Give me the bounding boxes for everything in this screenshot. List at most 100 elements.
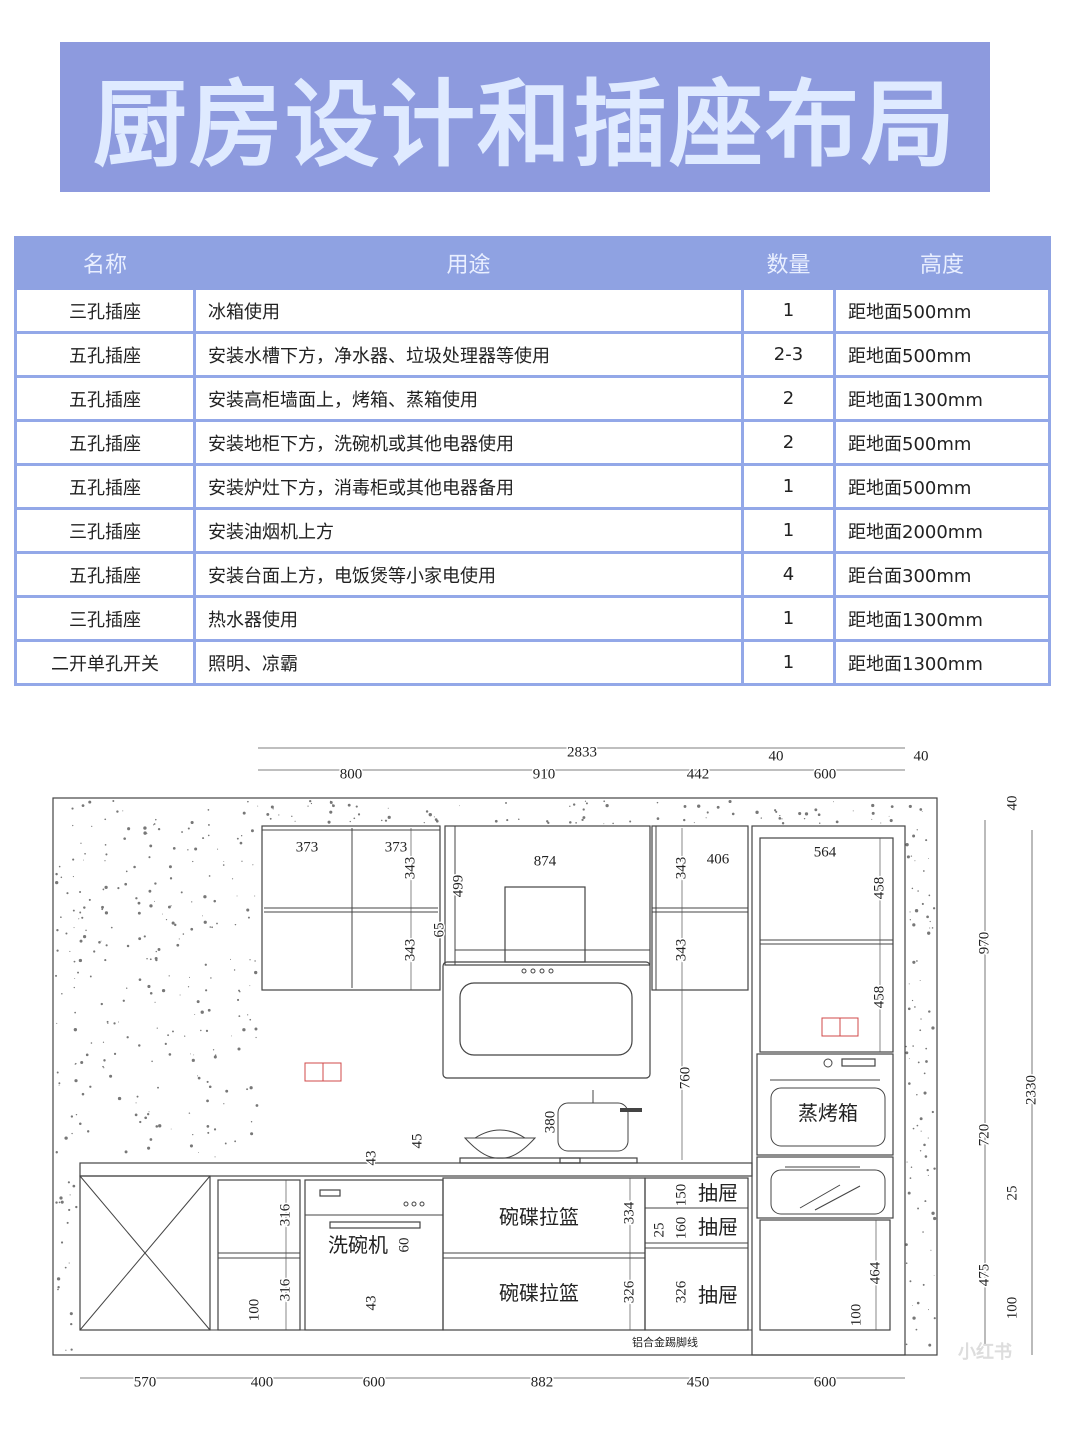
wall-texture-dot bbox=[162, 913, 164, 915]
dimension-label: 600 bbox=[814, 766, 837, 782]
wall-texture-dot bbox=[603, 800, 606, 803]
wall-texture-dot bbox=[90, 1042, 93, 1044]
wall-texture-dot bbox=[252, 864, 254, 866]
wall-texture-dot bbox=[925, 1060, 928, 1063]
wall-texture-dot bbox=[98, 940, 101, 944]
cell-quantity: 1 bbox=[741, 639, 836, 686]
cabinet-outline bbox=[759, 837, 894, 1053]
dimension-label: 316 bbox=[277, 1278, 293, 1301]
wall-texture-dot bbox=[208, 824, 210, 826]
wall-texture-dot bbox=[117, 887, 120, 890]
cell-height: 距地面1300mm bbox=[833, 595, 1051, 642]
wall-texture-dot bbox=[168, 865, 172, 869]
wall-texture-dot bbox=[223, 1103, 225, 1105]
dimension-label: 100 bbox=[1004, 1297, 1020, 1320]
dishwasher-button-icon bbox=[403, 1201, 409, 1207]
wall-texture-dot bbox=[78, 918, 80, 920]
wall-texture-dot bbox=[149, 1138, 153, 1141]
wall-texture-dot bbox=[197, 1075, 199, 1077]
cell-usage: 安装水槽下方，净水器、垃圾处理器等使用 bbox=[193, 331, 744, 378]
wall-texture-dot bbox=[242, 1028, 246, 1032]
wall-texture-dot bbox=[933, 1167, 936, 1170]
wall-texture-dot bbox=[134, 1113, 138, 1117]
wall-texture-dot bbox=[124, 1150, 128, 1154]
wall-texture-dot bbox=[135, 897, 138, 900]
wall-texture-dot bbox=[137, 911, 141, 915]
wall-texture-dot bbox=[912, 1305, 913, 1306]
wall-texture-dot bbox=[104, 860, 106, 862]
wall-texture-dot bbox=[79, 891, 82, 894]
wall-texture-dot bbox=[923, 1072, 926, 1075]
wall-texture-dot bbox=[905, 1243, 908, 1246]
wall-texture-dot bbox=[572, 803, 576, 806]
wall-texture-dot bbox=[433, 816, 435, 818]
wall-texture-dot bbox=[55, 880, 59, 885]
cell-height: 距地面2000mm bbox=[833, 507, 1051, 554]
wall-texture-dot bbox=[833, 801, 834, 803]
wall-texture-dot bbox=[278, 814, 280, 816]
wall-texture-dot bbox=[138, 978, 142, 981]
cell-usage: 热水器使用 bbox=[193, 595, 744, 642]
wall-texture-dot bbox=[154, 1001, 156, 1003]
wall-texture-dot bbox=[174, 923, 177, 927]
wall-texture-dot bbox=[931, 1110, 934, 1114]
wall-texture-dot bbox=[74, 978, 76, 980]
wall-texture-dot bbox=[871, 803, 875, 808]
wall-texture-dot bbox=[116, 810, 119, 813]
wall-texture-dot bbox=[236, 998, 240, 1002]
wall-texture-dot bbox=[922, 1231, 924, 1233]
wall-texture-dot bbox=[921, 902, 924, 905]
wall-texture-dot bbox=[126, 944, 130, 948]
wall-texture-dot bbox=[582, 816, 586, 819]
cell-quantity: 4 bbox=[741, 551, 836, 598]
wall-texture-dot bbox=[70, 1115, 74, 1118]
dimension-label: 970 bbox=[976, 932, 992, 955]
wall-texture-dot bbox=[148, 889, 152, 893]
range-hood bbox=[442, 961, 651, 1079]
wall-texture-dot bbox=[189, 1144, 193, 1148]
wall-texture-dot bbox=[272, 808, 274, 810]
wall-texture-dot bbox=[167, 905, 171, 909]
wall-texture-dot bbox=[582, 808, 585, 811]
wall-texture-dot bbox=[153, 823, 156, 825]
dimension-label: 160 bbox=[673, 1217, 689, 1240]
wall-texture-dot bbox=[222, 864, 225, 866]
wall-texture-dot bbox=[182, 933, 185, 935]
wall-texture-dot bbox=[214, 1156, 216, 1158]
wall-texture-dot bbox=[60, 876, 63, 879]
wall-texture-dot bbox=[196, 1000, 200, 1004]
wall-texture-dot bbox=[357, 813, 361, 816]
page-title: 厨房设计和插座布局 bbox=[92, 71, 957, 180]
wall-texture-dot bbox=[168, 1053, 172, 1056]
dimension-label: 800 bbox=[340, 766, 363, 782]
wall-texture-dot bbox=[93, 950, 96, 953]
wall-texture-dot bbox=[191, 901, 193, 903]
wall-texture-dot bbox=[80, 1061, 84, 1065]
wall-texture-dot bbox=[81, 1092, 85, 1096]
wall-texture-dot bbox=[135, 1102, 137, 1104]
wall-texture-dot bbox=[237, 1047, 241, 1051]
wall-texture-dot bbox=[706, 811, 709, 814]
wall-texture-dot bbox=[910, 1166, 913, 1168]
wall-outline bbox=[52, 797, 938, 1356]
dimension-label: 882 bbox=[531, 1374, 554, 1390]
wall-texture-dot bbox=[55, 1201, 58, 1204]
wall-texture-dot bbox=[575, 821, 577, 824]
wall-texture-dot bbox=[425, 810, 429, 813]
wall-texture-dot bbox=[157, 827, 161, 831]
header-name: 名称 bbox=[14, 236, 196, 290]
label-drawer2: 抽屉 bbox=[698, 1215, 738, 1239]
wall-texture-dot bbox=[804, 812, 809, 816]
wall-texture-dot bbox=[234, 923, 237, 926]
wall-texture-dot bbox=[213, 899, 217, 903]
wall-texture-dot bbox=[819, 822, 821, 824]
wall-texture-dot bbox=[64, 1136, 68, 1140]
wall-texture-dot bbox=[760, 817, 762, 819]
wall-texture-dot bbox=[55, 872, 58, 876]
wall-texture-dot bbox=[169, 877, 173, 880]
wall-texture-dot bbox=[231, 1035, 232, 1037]
wall-texture-dot bbox=[75, 1062, 77, 1065]
wall-texture-dot bbox=[906, 1161, 908, 1163]
wall-texture-dot bbox=[81, 916, 84, 919]
dimension-label: 600 bbox=[363, 1374, 386, 1390]
